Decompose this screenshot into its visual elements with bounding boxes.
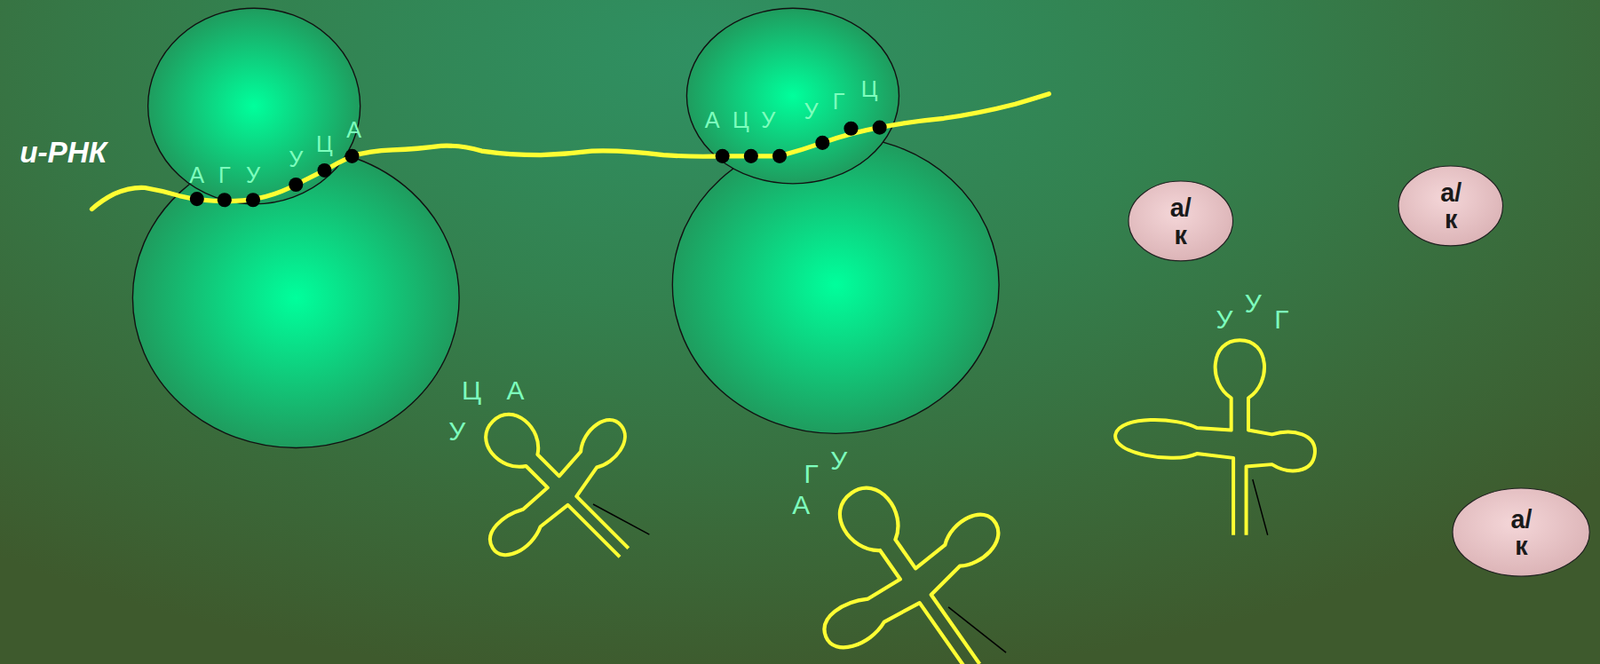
anticodon-letter: У [1244, 291, 1262, 318]
amino-acid-label: а/ к [1170, 194, 1192, 248]
anticodon-letter: А [506, 377, 524, 404]
codon-letter: Г [832, 90, 846, 113]
anticodon-letter: Г [804, 460, 819, 488]
codon-letter: У [245, 164, 261, 187]
codon-letter: Ц [316, 134, 333, 157]
anticodon-letter: А [792, 491, 810, 519]
codon-letter: Г [218, 164, 231, 187]
mrna-label: и-РНК [19, 138, 107, 168]
amino-acid-label: а/к [1511, 506, 1533, 560]
codon-letter: А [704, 109, 721, 132]
codon-letter: У [804, 101, 819, 124]
codon-letter: У [288, 149, 303, 172]
amino-acid-oval: а/ к [1397, 165, 1505, 247]
amino-acid-oval: а/к [1451, 487, 1591, 578]
anticodon-letter: Г [1274, 306, 1289, 333]
anticodon-letter: У [1216, 306, 1234, 333]
anticodon-letter: У [830, 448, 848, 476]
codon-letter: А [346, 118, 362, 142]
mrna-strand [91, 94, 1049, 210]
amino-acid-oval: а/ к [1127, 180, 1235, 262]
trna-molecule [766, 435, 1061, 664]
codon-letter: Ц [732, 109, 750, 132]
codon-letter: У [760, 109, 776, 132]
amino-acid-label: а/ к [1440, 179, 1462, 233]
ribosome-small-subunit [148, 7, 361, 205]
nucleotide-dots [190, 120, 888, 208]
codon-letter: Ц [861, 78, 879, 101]
ribosome-large-subunit [672, 135, 999, 435]
trna-molecule [428, 359, 690, 621]
anticodon-letter: У [448, 418, 466, 445]
codon-letter: А [189, 164, 205, 187]
ribosome-small-subunit [686, 7, 899, 184]
trna-molecule [1115, 340, 1315, 536]
anticodon-letter: Ц [461, 377, 482, 404]
